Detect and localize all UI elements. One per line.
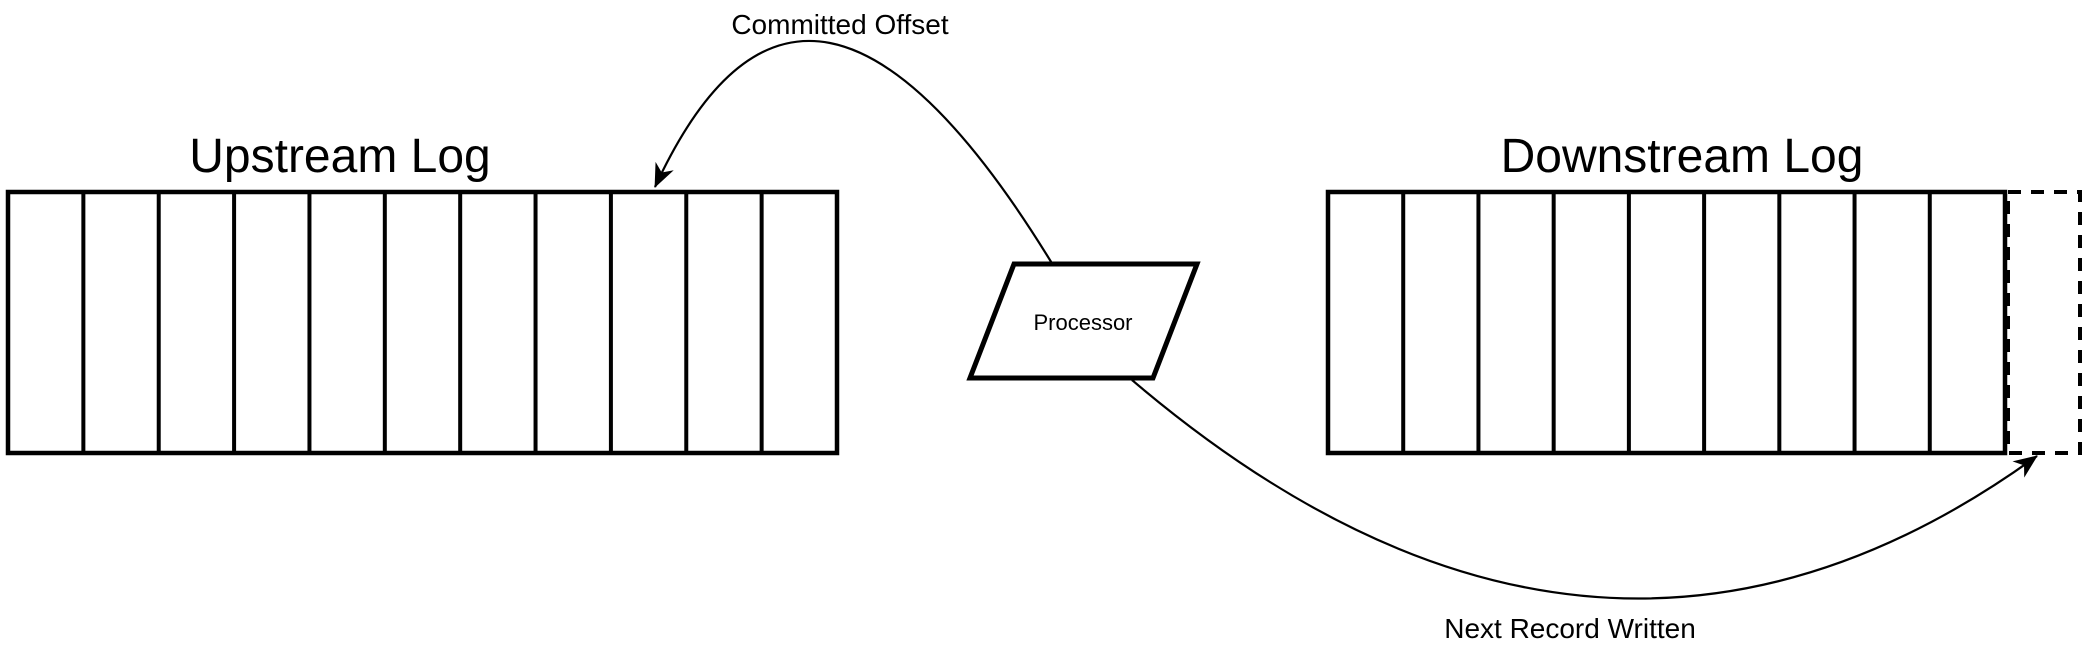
downstream-log-cells [1401,192,1932,453]
committed-offset-arrow [654,39,1054,266]
next-record-annotation: Next Record Written [1131,379,2038,644]
downstream-log-title: Downstream Log [1501,130,1864,183]
downstream-log-outline [1325,189,2008,456]
processor-label: Processor [1033,310,1132,335]
upstream-log: Upstream Log [5,130,840,456]
processor-node: Processor [966,261,1201,381]
downstream-log: Downstream Log [1325,130,2082,456]
next-record-label: Next Record Written [1444,613,1696,644]
committed-offset-annotation: Committed Offset [654,9,1054,266]
downstream-log-pending-cell [2006,190,2082,455]
committed-offset-label: Committed Offset [731,9,949,40]
upstream-log-title: Upstream Log [189,130,490,183]
upstream-log-cells [81,192,764,453]
next-record-arrow [1131,379,2038,600]
upstream-log-outline [5,189,840,456]
processor-shape [966,261,1201,381]
